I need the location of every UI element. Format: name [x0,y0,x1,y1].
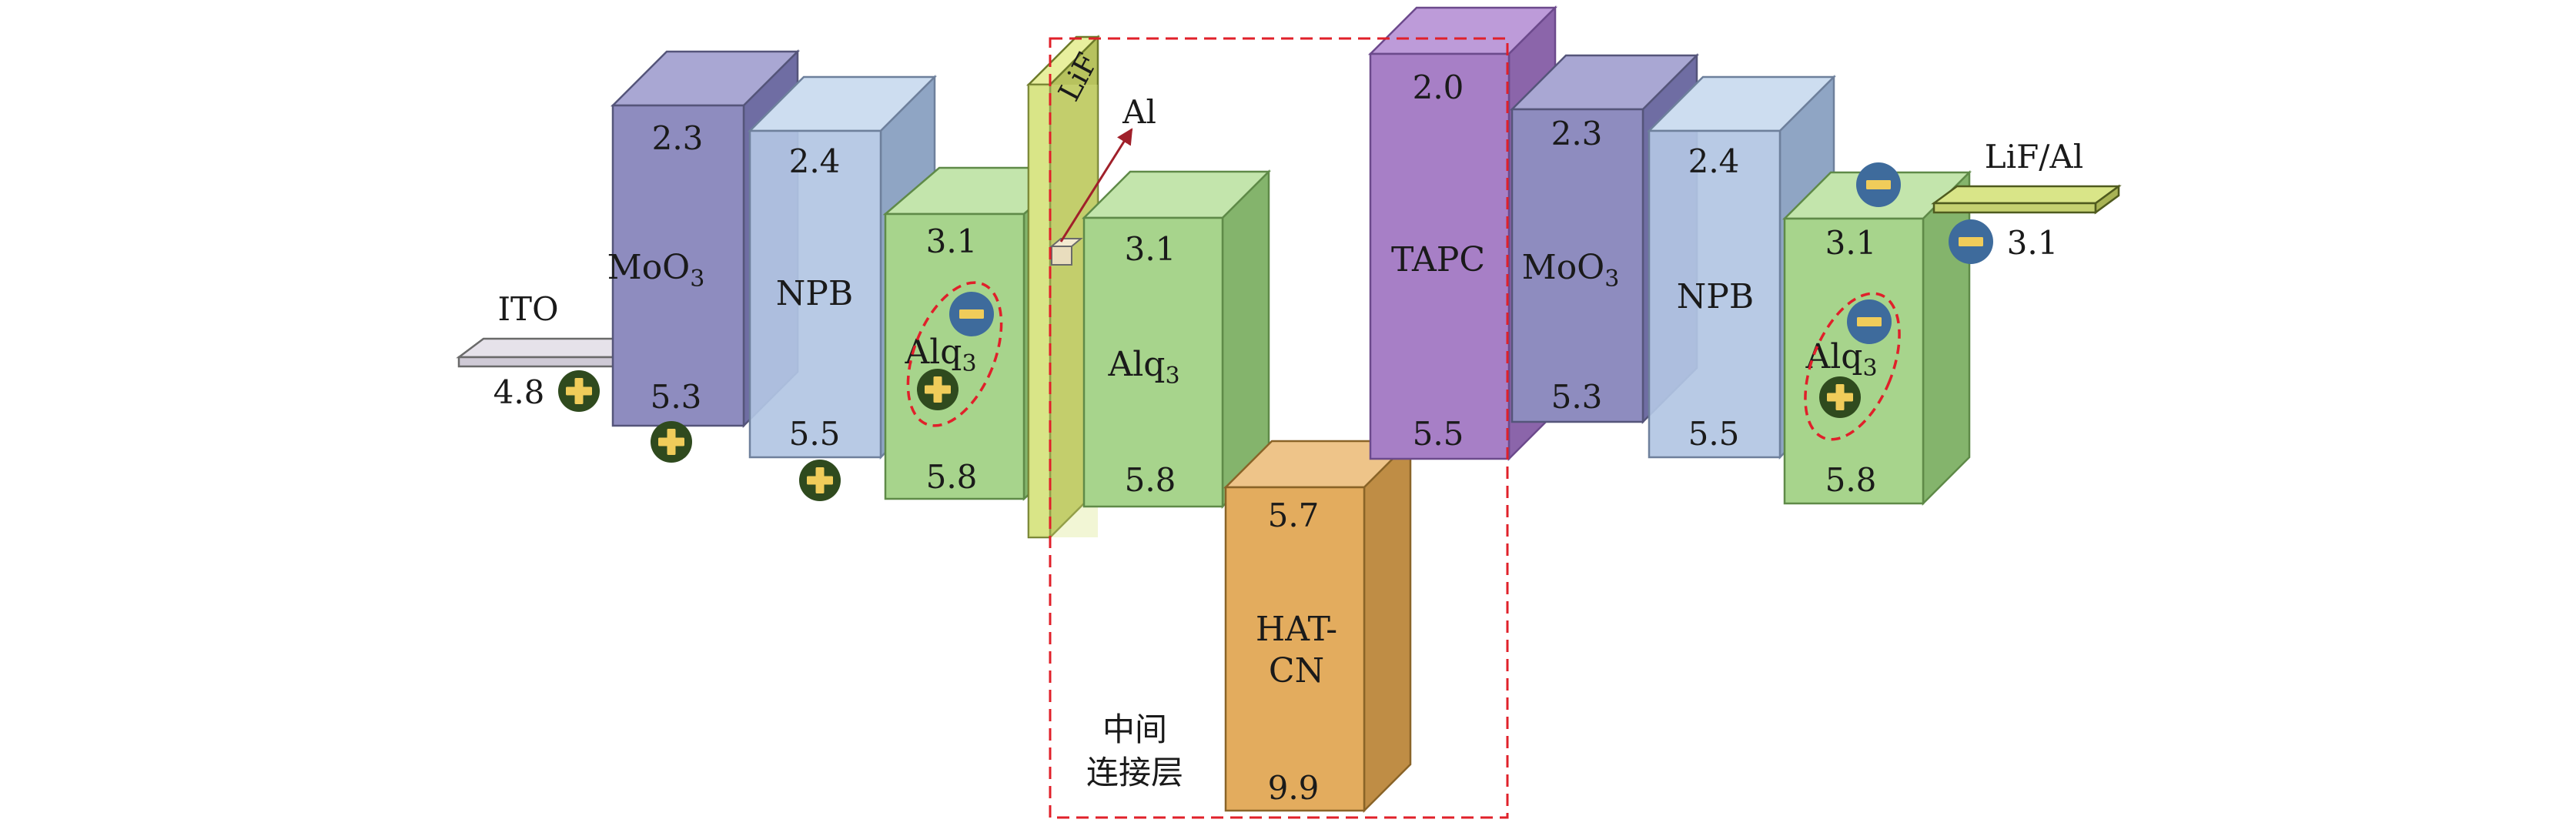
alq3-3-bottom-level: 5.8 [1825,461,1877,499]
al-layer-piece [1049,238,1083,266]
npb-1-top-level: 2.4 [789,142,841,180]
moo3-2-top-level: 2.3 [1551,115,1603,152]
alq3-3-top-level: 3.1 [1825,224,1877,262]
alq3-2-bottom-level: 5.8 [1125,461,1176,499]
npb-layer-2 [1646,74,1837,460]
hole-icon [651,421,692,463]
hole-icon [1819,376,1861,418]
alq3-layer-3 [1781,169,1972,507]
hatcn-top-level: 5.7 [1268,497,1320,534]
alq3-3-name: Alq3 [1805,337,1877,382]
moo3-1-name: MoO3 [607,248,705,293]
npb-2-bottom-level: 5.5 [1688,415,1740,453]
tapc-bottom-level: 5.5 [1413,415,1464,453]
ito-level: 4.8 [493,373,545,411]
hole-icon [917,369,958,410]
electron-icon [949,292,994,336]
npb-1-bottom-level: 5.5 [789,415,841,453]
moo3-1-top-level: 2.3 [652,119,704,157]
hatcn-bottom-level: 9.9 [1268,769,1320,807]
hole-icon [558,370,600,412]
tapc-top-level: 2.0 [1413,69,1464,106]
hatcn-layer [1223,438,1413,814]
npb-1-name: NPB [776,274,853,313]
electron-icon [1847,299,1892,344]
alq3-2-top-level: 3.1 [1125,230,1176,268]
electron-icon [1856,162,1901,207]
alq3-layer-2 [1081,169,1272,510]
alq3-1-top-level: 3.1 [926,222,978,260]
hole-icon [799,460,841,501]
tapc-name: TAPC [1391,240,1485,279]
moo3-2-bottom-level: 5.3 [1551,378,1603,416]
npb-2-name: NPB [1677,277,1754,316]
ito-label: ITO [497,290,558,328]
npb-2-top-level: 2.4 [1688,142,1740,180]
al-pointer-arrow [1059,128,1133,242]
hatcn-name-line2: CN [1269,651,1324,691]
moo3-1-bottom-level: 5.3 [651,378,702,416]
middle-label-line2: 连接层 [1086,754,1183,791]
alq3-2-name: Alq3 [1107,345,1179,390]
al-label: Al [1122,93,1156,131]
lif-al-electrode [1931,184,2122,215]
lif-al-level: 3.1 [2007,224,2059,262]
alq3-1-bottom-level: 5.8 [926,458,978,496]
alq3-1-name: Alq3 [904,333,976,377]
exciton-ring [906,281,1003,427]
exciton-ring [1804,292,1901,441]
middle-label-line1: 中间 [1102,711,1167,748]
electron-icon [1949,219,1993,264]
lif-al-label: LiF/Al [1985,138,2083,176]
middle-connection-box [1049,37,1509,819]
moo3-2-name: MoO3 [1522,248,1620,293]
hatcn-name-line1: HAT- [1256,610,1337,649]
